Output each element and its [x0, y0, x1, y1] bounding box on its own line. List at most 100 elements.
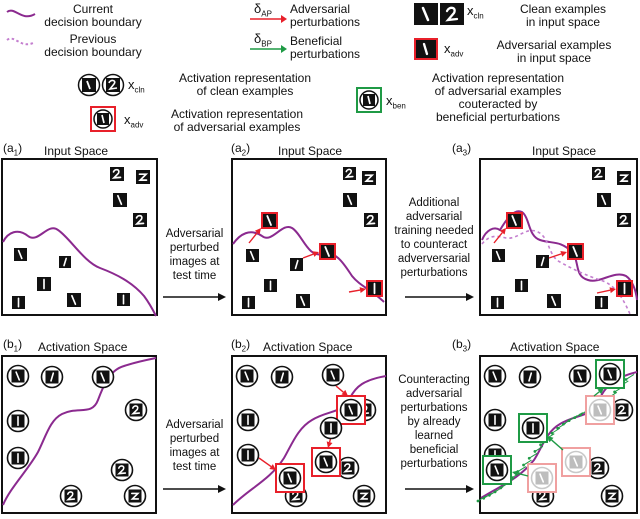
tick-line	[477, 495, 487, 502]
arrow-shaft	[548, 253, 562, 259]
arrow-shaft	[493, 232, 503, 244]
arrow-head	[609, 287, 616, 294]
digit-stroke	[540, 256, 545, 267]
arrow-head	[499, 228, 506, 235]
activation-node	[110, 458, 134, 482]
digit-stroke	[607, 369, 613, 379]
tick-line	[574, 412, 584, 419]
beneficial-field-tick	[624, 374, 635, 381]
x-cln-symbol: xcln	[467, 3, 484, 21]
perturbation-arrow	[493, 228, 506, 244]
decision-boundary-a2	[232, 225, 385, 303]
perturbation-arrow	[548, 251, 567, 259]
tick-dot	[476, 499, 480, 503]
input-image	[12, 296, 25, 309]
beneficial-swatch	[356, 87, 382, 113]
node-circle	[530, 466, 554, 490]
activation-clean-swatch	[77, 73, 125, 97]
tick-dot	[561, 422, 565, 426]
adversarial-image	[366, 280, 383, 297]
perturbation-arrow	[302, 251, 319, 259]
activation-node	[600, 484, 624, 508]
input-image	[343, 193, 357, 207]
digit-stroke	[130, 405, 141, 415]
digit-one-icon	[414, 3, 438, 25]
digit-stroke	[50, 372, 55, 382]
activation-node	[352, 484, 376, 508]
digit-stroke	[130, 492, 140, 500]
digit-stroke	[294, 259, 299, 270]
beneficial-arrow	[547, 436, 564, 451]
activation-node	[235, 364, 259, 388]
previous-boundary-a3	[481, 229, 631, 315]
tick-line	[625, 374, 635, 380]
adversarial-input-label: Adversarial examples in input space	[496, 38, 612, 65]
digit-stroke	[280, 372, 285, 382]
input-image	[113, 193, 127, 207]
digit-stroke	[100, 372, 106, 382]
panel-a1	[1, 158, 158, 316]
digit-stroke	[616, 405, 627, 415]
arrow-head	[254, 228, 261, 235]
input-image	[592, 167, 605, 180]
activation-node	[6, 409, 30, 433]
digit-stroke	[63, 257, 67, 267]
beneficial-activation	[518, 413, 548, 443]
digit-stroke	[300, 295, 306, 307]
arrow-a2-a3	[405, 293, 474, 301]
decision-boundary-b2	[232, 375, 387, 506]
digit-stroke	[342, 463, 353, 473]
delta-ap-symbol: δAP	[254, 1, 272, 19]
x-adv-symbol: xadv	[444, 41, 464, 59]
arrow-head	[326, 441, 333, 448]
digit-stroke	[17, 249, 23, 260]
input-image	[246, 249, 259, 262]
adversarial-perturbations-label: Adversarial perturbations	[290, 2, 361, 29]
previous-boundary-label: Previous decision boundary	[44, 32, 142, 59]
activation-node	[483, 408, 507, 432]
arrow-shaft	[248, 232, 258, 244]
digit-stroke	[511, 215, 517, 226]
x-ben-symbol: xben	[386, 93, 406, 111]
digit-stroke	[597, 405, 603, 415]
tick-dot	[613, 390, 617, 394]
digit-stroke	[577, 371, 583, 381]
activation-node	[610, 398, 634, 422]
beneficial-field-tick	[522, 459, 532, 467]
digit-stroke	[492, 371, 498, 381]
adversarial-activation	[311, 447, 341, 477]
node-circle	[564, 450, 588, 474]
digit-stroke	[15, 371, 21, 381]
input-image	[59, 256, 71, 268]
beneficial-arrow-swatch	[250, 45, 287, 53]
clean-input-label: Clean examples in input space	[519, 2, 607, 29]
beneficial-perturbations-label: Beneficial perturbations	[290, 34, 361, 61]
activation-node	[236, 408, 260, 432]
adversarial-image	[567, 243, 584, 260]
input-image	[14, 248, 27, 261]
digit-stroke	[266, 215, 272, 226]
digit-stroke	[324, 246, 330, 257]
beneficial-field-tick	[476, 495, 487, 503]
tick-dot	[487, 493, 491, 497]
input-image	[362, 171, 376, 185]
activation-clean-label: Activation representation of clean examp…	[178, 71, 312, 98]
beneficial-field-tick	[533, 445, 544, 453]
tick-dot	[482, 496, 486, 500]
activation-node	[124, 398, 148, 422]
adversarial-input-swatch	[414, 38, 438, 60]
tick-line	[528, 452, 538, 459]
activation-node	[59, 484, 83, 508]
digit-stroke	[244, 371, 250, 381]
digit-stroke	[359, 492, 369, 500]
input-image	[133, 213, 147, 227]
beneficial-activation	[482, 455, 512, 485]
digit-stroke	[592, 463, 603, 473]
digit-stroke	[495, 250, 501, 261]
arrow-head	[512, 470, 519, 477]
arrow-shaft	[335, 385, 344, 393]
panel-title-b1: Activation Space	[38, 340, 128, 354]
digit-stroke	[365, 214, 376, 225]
